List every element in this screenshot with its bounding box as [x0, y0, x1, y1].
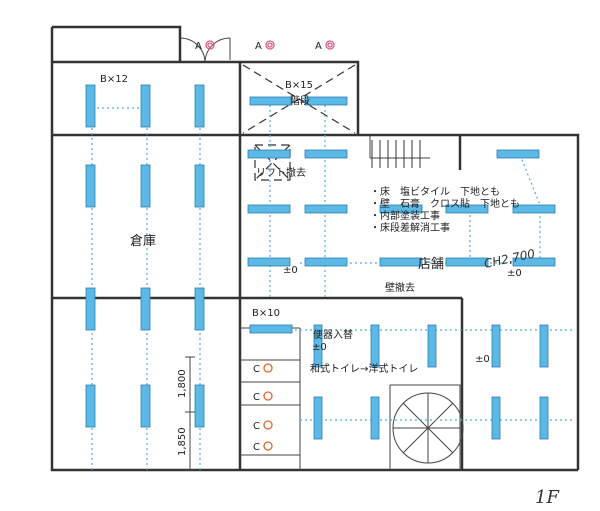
- c-label: C: [253, 421, 260, 432]
- a-marks: [205, 40, 335, 50]
- note-1: ・床 塩ビタイル 下地とも: [370, 185, 500, 198]
- note-3: ・内部塗装工事: [370, 209, 440, 222]
- level-mark: ±0: [475, 354, 490, 365]
- interior-lines: [179, 37, 461, 470]
- dimension-1850: 1,850: [177, 427, 188, 456]
- dimension-1800: 1,800: [177, 369, 188, 398]
- spiral-stairs: [392, 392, 464, 464]
- a-label: A: [195, 41, 202, 52]
- level-mark: ±0: [312, 342, 327, 353]
- a-label: A: [315, 41, 322, 52]
- warehouse-label: 倉庫: [130, 234, 156, 249]
- note-4: ・床段差解消工事: [370, 221, 450, 234]
- c-label: C: [253, 392, 260, 403]
- toilet-change-label: 和式トイレ→洋式トイレ: [310, 362, 418, 375]
- c-label: C: [253, 442, 260, 453]
- warehouse-light-count: B×12: [100, 74, 128, 85]
- wiring: [91, 105, 575, 470]
- note-2: ・壁 石膏 クロス貼 下地とも: [370, 197, 520, 210]
- c-marks: [263, 363, 273, 451]
- toilet-light-count: B×10: [252, 308, 280, 319]
- wall-removal-label: 壁撤去: [385, 281, 415, 294]
- level-mark: ±0: [507, 268, 522, 279]
- ceiling-lights: [85, 84, 556, 440]
- toilet-replace-label: 便器入替: [313, 328, 353, 341]
- floor-label: 1F: [535, 487, 560, 508]
- top-light-count: B×15: [285, 80, 313, 91]
- dimension-line: [185, 356, 195, 471]
- lift-removal-label: リフト撤去: [256, 166, 306, 179]
- a-label: A: [255, 41, 262, 52]
- level-mark: ±0: [283, 265, 298, 276]
- void-cross: [242, 64, 356, 181]
- c-label: C: [253, 364, 260, 375]
- store-label: 店舗: [418, 257, 444, 272]
- straight-stairs: [371, 140, 421, 168]
- stairs-label: 階段: [290, 94, 310, 107]
